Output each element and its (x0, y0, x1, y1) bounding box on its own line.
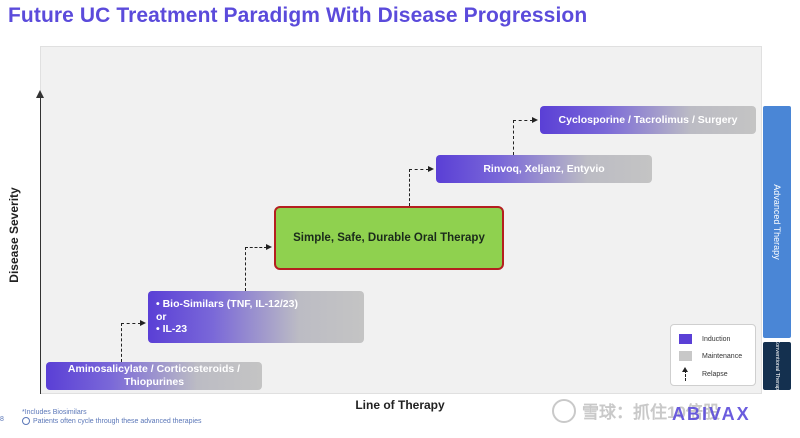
step-4-box: Rinvoq, Xeljanz, Entyvio (436, 155, 652, 183)
connector-3-horizontal (409, 169, 429, 170)
y-axis-arrowhead (36, 90, 44, 98)
connector-2-vertical (245, 247, 246, 291)
footnotes: *Includes Biosimilars Patients often cyc… (22, 408, 202, 426)
connector-4-arrowhead (532, 117, 538, 123)
connector-3-vertical (409, 169, 410, 206)
step-2-list: Bio-Similars (TNF, IL-12/23) or IL-23 (156, 298, 298, 336)
connector-4-vertical (513, 120, 514, 155)
footnote-1: *Includes Biosimilars (22, 409, 87, 416)
y-axis-label: Disease Severity (4, 180, 24, 290)
legend-maintenance-label: Maintenance (702, 352, 743, 360)
connector-1-arrowhead (140, 320, 146, 326)
watermark-logo-icon (552, 398, 576, 423)
step-2-bullet-2: IL-23 (156, 323, 298, 336)
y-axis-line (40, 98, 41, 394)
legend-induction: Induction (679, 334, 730, 344)
legend: Induction Maintenance Relapse (670, 324, 756, 386)
legend-induction-label: Induction (702, 335, 731, 343)
slide-title: Future UC Treatment Paradigm With Diseas… (8, 4, 588, 27)
step-1-box: Aminosalicylate / Corticosteroids / Thio… (46, 362, 262, 390)
conventional-therapy-bar: Conventional Therapy (763, 339, 791, 393)
conventional-therapy-label: Conventional Therapy (774, 339, 781, 393)
step-2-box: Bio-Similars (TNF, IL-12/23) or IL-23 (148, 291, 364, 343)
step-2-bullet-1: Bio-Similars (TNF, IL-12/23) (156, 298, 298, 311)
connector-1-horizontal (121, 323, 141, 324)
connector-2-arrowhead (266, 244, 272, 250)
advanced-therapy-label: Advanced Therapy (772, 184, 782, 260)
page-number: 8 (0, 416, 4, 423)
advanced-therapy-bar: Advanced Therapy (763, 106, 791, 338)
legend-maintenance: Maintenance (679, 351, 742, 361)
brand-logo: ABIVAX (672, 404, 751, 424)
maintenance-swatch (679, 351, 692, 361)
cycle-icon (22, 417, 30, 426)
watermark-text: 雪球：抓住10倍股 (582, 403, 720, 422)
induction-swatch (679, 334, 692, 344)
connector-2-horizontal (245, 247, 267, 248)
connector-1-vertical (121, 323, 122, 362)
footnote-2-row: Patients often cycle through these advan… (22, 417, 202, 426)
watermark: 雪球：抓住10倍股 (552, 398, 720, 423)
footnote-2: Patients often cycle through these advan… (33, 418, 202, 426)
relapse-arrow-icon (679, 367, 692, 381)
connector-3-arrowhead (428, 166, 434, 172)
x-axis-label: Line of Therapy (355, 398, 445, 412)
connector-4-horizontal (513, 120, 533, 121)
step-3-oral-therapy-box: Simple, Safe, Durable Oral Therapy (274, 206, 504, 270)
step-2-or: or (156, 310, 167, 323)
legend-relapse: Relapse (679, 367, 728, 381)
y-axis-label-text: Disease Severity (7, 187, 21, 283)
legend-relapse-label: Relapse (702, 370, 728, 378)
step-5-box: Cyclosporine / Tacrolimus / Surgery (540, 106, 756, 134)
